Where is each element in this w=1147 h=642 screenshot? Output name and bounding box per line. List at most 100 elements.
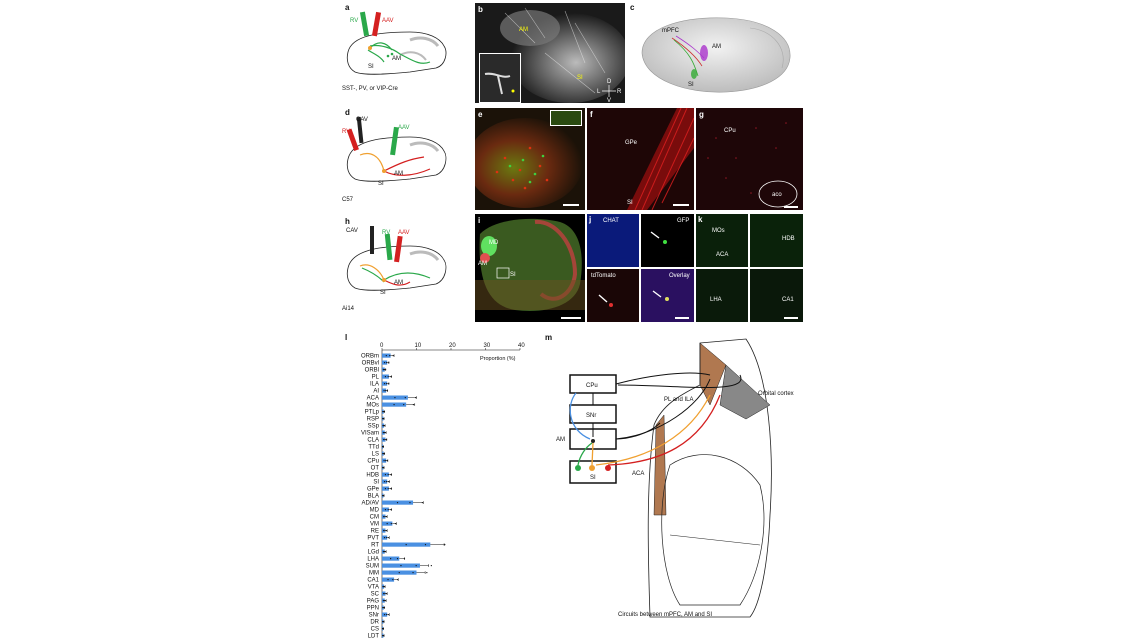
category-label: RT <box>371 543 379 549</box>
data-point <box>415 565 417 567</box>
data-point <box>412 572 414 574</box>
category-label: ORBm <box>361 354 379 360</box>
caption-a: SST-, PV, or VIP-Cre <box>342 86 398 92</box>
data-point <box>382 446 384 448</box>
panel-label-i: i <box>478 216 481 225</box>
data-point <box>385 355 387 357</box>
data-point <box>394 523 397 525</box>
data-point <box>383 516 385 518</box>
category-label: CLA <box>367 438 379 444</box>
data-point <box>412 404 414 406</box>
label-aca: ACA <box>632 471 644 477</box>
category-label: OT <box>371 466 380 472</box>
data-point <box>385 439 388 441</box>
data-point <box>385 390 387 392</box>
panel-j-gfp: GFP <box>641 214 694 267</box>
data-point <box>383 383 386 385</box>
category-label: RE <box>371 529 379 535</box>
box-snr: SNr <box>586 413 596 419</box>
data-point <box>426 572 428 574</box>
panel-k-hdb: HDB <box>750 214 803 267</box>
category-label: LDT <box>368 634 380 639</box>
panel-j-overlay: Overlay <box>641 269 694 322</box>
data-point <box>383 467 385 469</box>
panel-label-e: e <box>478 110 483 119</box>
data-point <box>386 383 388 385</box>
data-point <box>400 565 402 567</box>
data-point <box>384 509 387 511</box>
category-label: CA1 <box>367 578 379 584</box>
category-label: CM <box>370 515 379 521</box>
orient-l: L <box>597 89 601 95</box>
scale-bar <box>784 206 798 208</box>
panel-b-image: b AM SI D V L R <box>475 3 625 103</box>
data-point <box>383 418 385 420</box>
category-label: LS <box>372 452 379 458</box>
data-point <box>387 474 389 476</box>
category-label: VTA <box>368 585 379 591</box>
x-tick-label: 40 <box>518 343 525 349</box>
category-label: SI <box>373 480 379 486</box>
data-point <box>430 565 432 567</box>
data-point <box>384 551 387 553</box>
data-point <box>403 558 406 560</box>
label-rv: RV <box>382 230 390 236</box>
data-point <box>382 628 384 630</box>
category-label: MD <box>370 508 380 514</box>
data-point <box>390 488 392 490</box>
data-point <box>384 516 386 518</box>
label-si: SI <box>627 200 633 206</box>
category-label: ORBvl <box>362 361 379 367</box>
orient-d: D <box>607 79 612 85</box>
data-point <box>385 460 387 462</box>
caption-d: C57 <box>342 197 354 203</box>
data-point <box>385 530 388 532</box>
panel-label-g: g <box>699 110 704 119</box>
label-si: SI <box>577 75 583 81</box>
label-am: AM <box>394 280 403 286</box>
category-label: MOs <box>366 403 379 409</box>
x-tick-label: 20 <box>449 343 456 349</box>
data-point <box>383 600 386 602</box>
data-point <box>404 397 406 399</box>
label-si: SI <box>590 475 596 481</box>
scale-bar <box>784 317 798 319</box>
data-point <box>384 593 386 595</box>
category-label: LHA <box>367 557 379 563</box>
data-point <box>388 537 390 539</box>
category-label: PTLp <box>365 410 380 416</box>
data-point <box>383 551 386 553</box>
data-point <box>390 509 392 511</box>
data-point <box>384 488 387 490</box>
category-label: GPe <box>367 487 380 493</box>
panel-j-chat: j CHAT <box>587 214 639 267</box>
label-am: AM <box>712 44 721 50</box>
panel-e-image: e <box>475 108 585 210</box>
data-point <box>385 516 388 518</box>
scale-bar <box>561 317 581 319</box>
label-orbital: Orbital cortex <box>758 391 794 397</box>
panel-k-ca1: CA1 <box>750 269 803 322</box>
category-label: VM <box>370 522 379 528</box>
data-point <box>384 530 386 532</box>
data-point <box>383 362 386 364</box>
panel-label-j: j <box>589 215 592 224</box>
label-pl-ila: PL and ILA <box>664 397 693 403</box>
data-point <box>389 355 391 357</box>
brain-sagittal-diagram-h: CAV RV AAV AM SI Ai14 <box>342 226 447 312</box>
data-point <box>383 635 385 637</box>
category-label: DR <box>370 620 379 626</box>
panel-label-m: m <box>545 333 553 342</box>
category-label: VISam <box>361 431 379 437</box>
orient-r: R <box>617 89 622 95</box>
data-point <box>386 460 388 462</box>
category-label: PAG <box>367 599 380 605</box>
data-point <box>387 509 389 511</box>
panel-k-lha: LHA <box>696 269 748 322</box>
category-label: HDB <box>366 473 379 479</box>
panel-f-image: f GPe SI <box>587 108 694 210</box>
panel-label-h: h <box>345 217 350 226</box>
data-point <box>384 474 387 476</box>
data-point <box>388 614 390 616</box>
data-point <box>386 390 388 392</box>
